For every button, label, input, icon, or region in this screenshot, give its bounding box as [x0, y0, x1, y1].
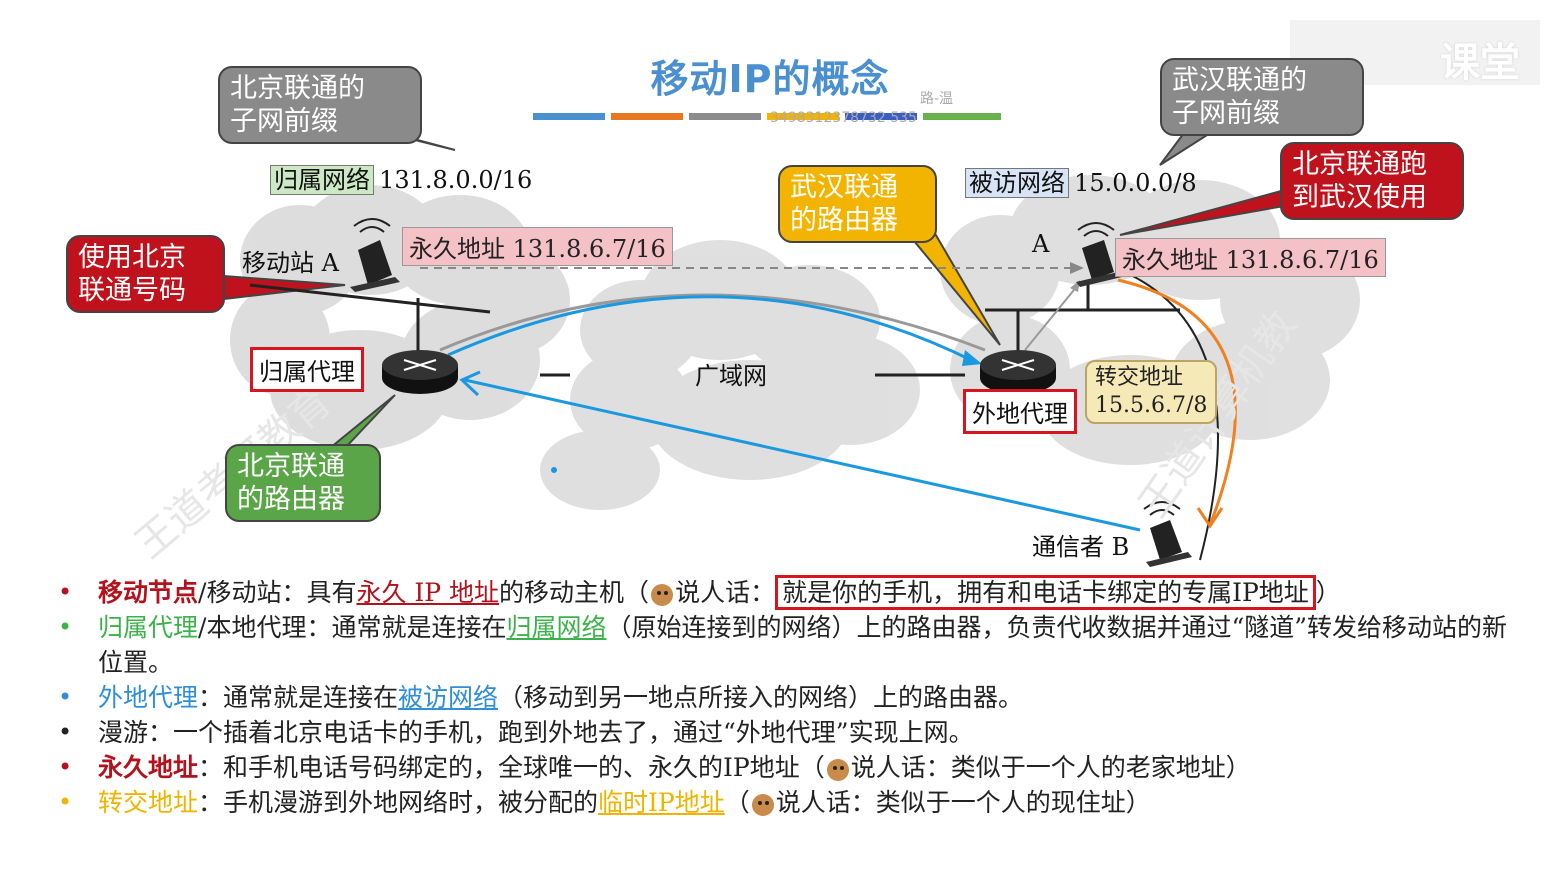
bullet-text: ：手机漫游到外地网络时，被分配的	[198, 788, 599, 817]
link-permanent-ip[interactable]: 永久 IP 地址	[356, 578, 500, 607]
bullet-text: （	[724, 788, 750, 817]
bullet-foreign-agent: • 外地代理：通常就是连接在被访网络（移动到另一地点所接入的网络）上的路由器。	[58, 680, 1518, 715]
bullet-list: • 移动节点/移动站：具有永久 IP 地址的移动主机（ 说人话：就是你的手机，拥有…	[58, 575, 1518, 820]
bullet-dot: •	[58, 578, 73, 606]
permanent-address-visited: 永久地址 131.8.6.7/16	[1115, 238, 1386, 277]
home-network-label: 归属网络	[270, 165, 374, 195]
bullet-text: /移动站：具有	[198, 578, 357, 607]
title-bar-green	[923, 113, 1001, 120]
term-home-agent: 归属代理	[98, 613, 199, 642]
bubble-wh-subnet: 武汉联通的 子网前缀	[1160, 58, 1364, 136]
bullet-text: 的移动主机（	[499, 578, 650, 607]
visited-network-label: 被访网络	[965, 168, 1069, 198]
home-agent-router-icon	[382, 350, 458, 394]
page-title: 移动IP的概念	[650, 57, 890, 101]
visited-network-address: 15.0.0.0/8	[1074, 169, 1197, 197]
bubble-bj-router: 北京联通 的路由器	[225, 444, 381, 522]
bullet-text: （移动到另一地点所接入的网络）上的路由器。	[498, 683, 1024, 712]
bullet-text: ：和手机电话号码绑定的，全球唯一的、永久的IP地址（	[198, 753, 825, 782]
stray-dot	[551, 467, 557, 473]
bullet-mobile-node: • 移动节点/移动站：具有永久 IP 地址的移动主机（ 说人话：就是你的手机，拥有…	[58, 575, 1518, 610]
say-label: 说人话：类似于一个人的老家地址	[850, 753, 1226, 782]
bullet-text: ）	[1125, 788, 1151, 817]
term-mobile-node: 移动节点	[98, 578, 199, 607]
bubble-bj-number: 使用北京 联通号码	[66, 235, 225, 313]
bullet-roaming: • 漫游：一个插着北京电话卡的手机，跑到外地去了，通过“外地代理”实现上网。	[58, 715, 1518, 750]
bullet-dot: •	[58, 788, 73, 816]
say-label: 说人话：类似于一个人的现住址	[775, 788, 1126, 817]
foreign-agent-router-icon	[980, 350, 1056, 394]
bullet-text: ）	[1225, 753, 1251, 782]
correspondent-b-label: 通信者 B	[1032, 533, 1130, 561]
highlighted-explanation: 就是你的手机，拥有和电话卡绑定的专属IP地址	[775, 575, 1316, 610]
bullet-text: （原始连接到的网络）上的路由器，负责代收数据并通过“隧道”转发给移动站的新位置。	[98, 613, 1508, 677]
bullet-permanent-address: • 永久地址：和手机电话号码绑定的，全球唯一的、永久的IP地址（ 说人话：类似于一…	[58, 750, 1518, 785]
visited-network-label-group: 被访网络 15.0.0.0/8	[965, 163, 1197, 198]
care-of-address-box: 转交地址 15.5.6.7/8	[1085, 360, 1218, 424]
term-foreign-agent: 外地代理	[98, 683, 199, 712]
a-to-b-orange-arrow	[1117, 278, 1237, 526]
bullet-text: 漫游：一个插着北京电话卡的手机，跑到外地去了，通过“外地代理”实现上网。	[98, 718, 974, 747]
home-lan-line	[249, 283, 491, 314]
watermark-digits: 3498312378732 535	[770, 110, 917, 126]
title-bar-navy	[845, 113, 917, 120]
station-a-laptop-icon	[1076, 222, 1122, 287]
say-label: 说人话：	[675, 578, 776, 607]
b-to-home-arrow	[464, 378, 1141, 532]
a-to-b-orange-arrowhead	[1196, 507, 1224, 529]
title-bar-orange	[611, 113, 683, 120]
title-bar-yellow	[767, 113, 839, 120]
bullet-dot: •	[58, 718, 73, 746]
logo-text: 课堂	[1440, 40, 1520, 86]
movement-arrowhead	[1070, 262, 1084, 274]
bullet-text: ）	[1315, 578, 1341, 607]
station-a-label: A	[1032, 230, 1050, 258]
bullet-dot: •	[58, 613, 73, 641]
foreign-agent-label: 外地代理	[963, 389, 1077, 434]
bubble-bj-subnet: 北京联通的 子网前缀	[218, 66, 422, 144]
bullet-dot: •	[58, 683, 73, 711]
tunnel-curve	[439, 293, 986, 352]
title-bar-blue	[533, 113, 605, 120]
title-bar-gray	[689, 113, 761, 120]
bullet-text: /本地代理：通常就是连接在	[198, 613, 507, 642]
b-to-home-arrowhead	[459, 370, 481, 397]
term-care-of-address: 转交地址	[98, 788, 199, 817]
dog-emoji-icon	[826, 758, 849, 781]
foreign-to-a-arrow	[1024, 284, 1079, 351]
link-visited-network[interactable]: 被访网络	[398, 683, 499, 712]
mobile-station-laptop-icon	[350, 218, 400, 292]
dog-emoji-icon	[651, 583, 674, 606]
mobile-station-label: 移动站 A	[242, 249, 339, 277]
blue-tunnel-arrow	[447, 295, 976, 364]
permanent-address-home: 永久地址 131.8.6.7/16	[402, 227, 673, 266]
bullet-dot: •	[58, 753, 73, 781]
bubble-bj-to-wh: 北京联通跑 到武汉使用	[1280, 142, 1464, 220]
bullet-text: ：通常就是连接在	[198, 683, 399, 712]
home-network-label-group: 归属网络 131.8.0.0/16	[270, 160, 532, 195]
correspondent-b-laptop-icon	[1143, 501, 1192, 567]
home-agent-label: 归属代理	[250, 347, 364, 392]
watermark-small: 路-温	[920, 91, 954, 107]
home-network-address: 131.8.0.0/16	[379, 166, 533, 194]
wan-label: 广域网	[695, 362, 767, 390]
dog-emoji-icon	[751, 793, 774, 816]
bullet-care-of-address: • 转交地址：手机漫游到外地网络时，被分配的临时IP地址（ 说人话：类似于一个人的…	[58, 785, 1518, 820]
bullet-home-agent: • 归属代理/本地代理：通常就是连接在归属网络（原始连接到的网络）上的路由器，负…	[58, 610, 1518, 680]
blue-tunnel-arrowhead	[962, 350, 982, 366]
bubble-wh-router: 武汉联通 的路由器	[778, 165, 937, 243]
link-temporary-ip[interactable]: 临时IP地址	[598, 788, 725, 817]
term-permanent-address: 永久地址	[98, 753, 199, 782]
channel-logo: 课堂	[1290, 20, 1540, 86]
link-home-network[interactable]: 归属网络	[506, 613, 607, 642]
